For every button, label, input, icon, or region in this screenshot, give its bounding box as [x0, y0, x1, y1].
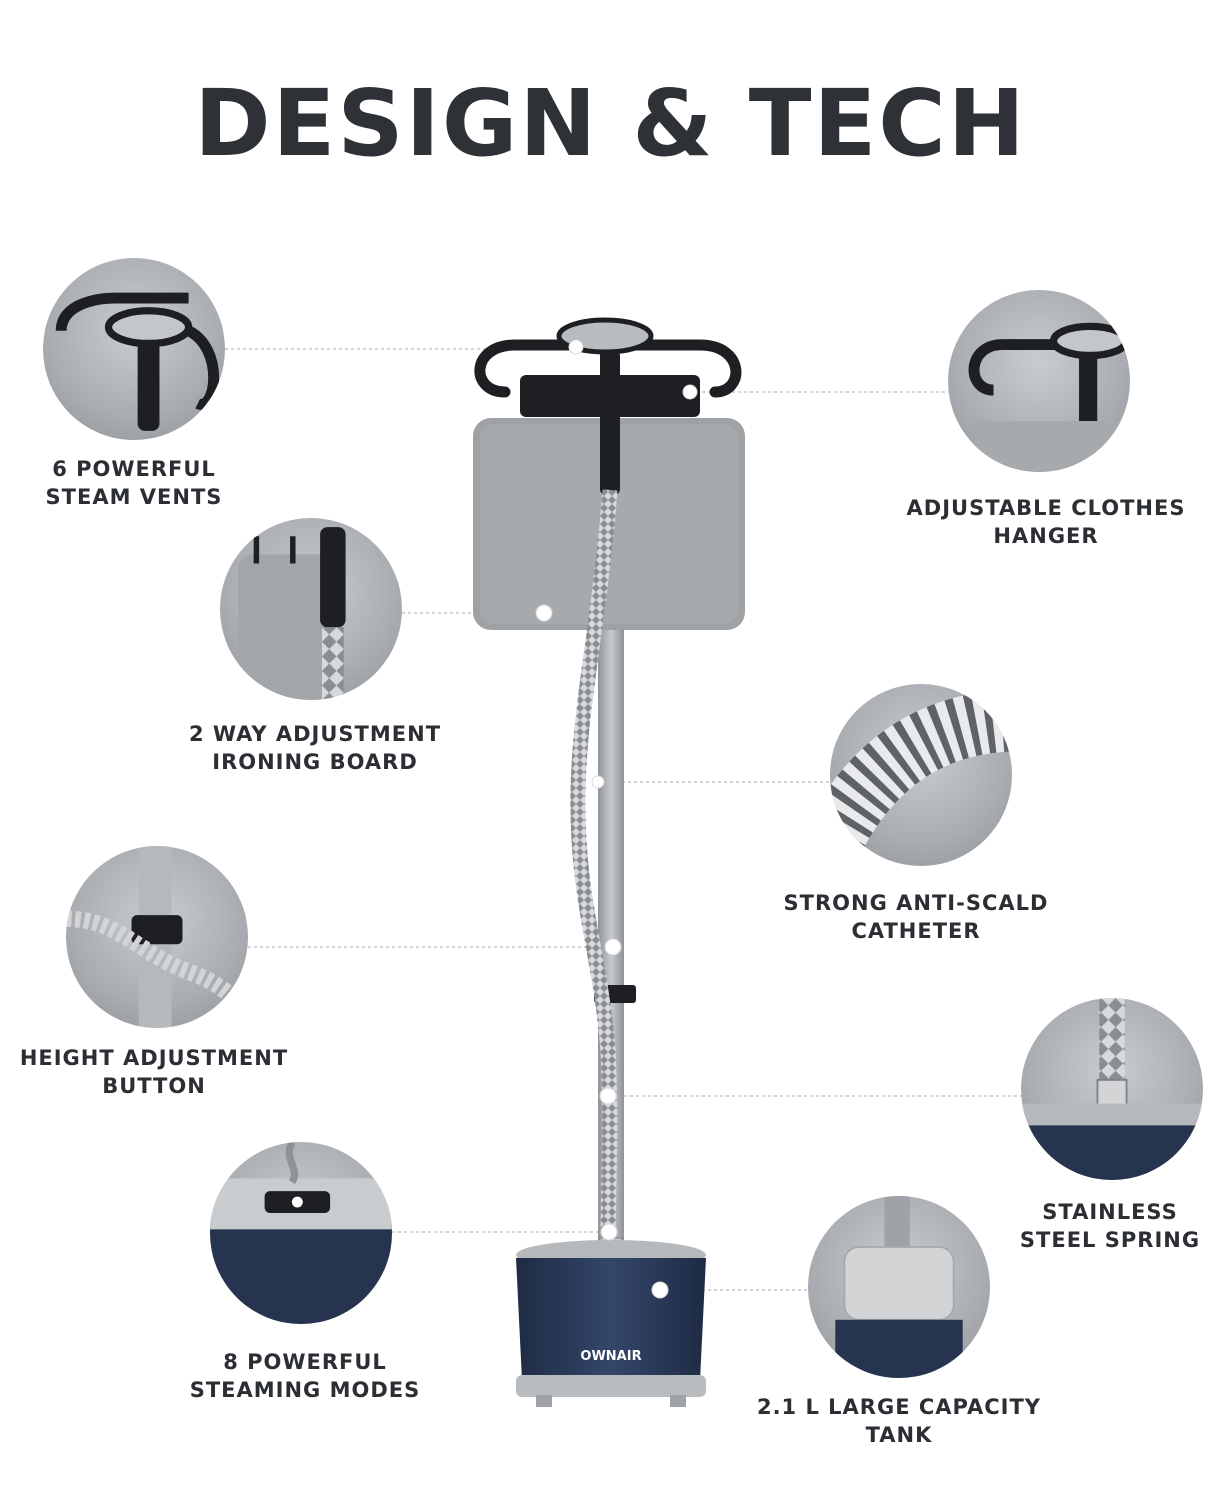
detail-steam-vents: [43, 258, 225, 440]
hose-icon: [830, 689, 1012, 866]
steamer-head-icon: [55, 292, 220, 431]
board-icon: [238, 527, 346, 700]
tank-brand: OWNAIR: [580, 1349, 641, 1364]
control-panel-icon: [210, 1142, 392, 1324]
clip-icon: [66, 846, 248, 1028]
detail-steaming-modes: [210, 1142, 392, 1324]
detail-height-button: [66, 846, 248, 1028]
detail-clothes-hanger: [948, 290, 1130, 472]
marker-steam-vents: [568, 339, 584, 355]
detail-anti-scald: [830, 684, 1012, 866]
marker-ironing-board: [535, 604, 553, 622]
marker-anti-scald: [591, 775, 605, 789]
marker-capacity-tank: [651, 1281, 669, 1299]
marker-steel-spring: [599, 1087, 617, 1105]
hose: [570, 489, 618, 1246]
marker-steaming-modes: [600, 1223, 618, 1241]
detail-steel-spring: [1021, 998, 1203, 1180]
detail-ironing-board: [220, 518, 402, 700]
detail-capacity-tank: [808, 1196, 990, 1378]
hanger-icon: [968, 322, 1130, 472]
marker-clothes-hanger: [682, 384, 698, 400]
spring-icon: [1021, 998, 1203, 1180]
marker-height-button: [604, 938, 622, 956]
tank-icon: [835, 1196, 963, 1378]
page-title: DESIGN & TECH: [194, 70, 1027, 177]
